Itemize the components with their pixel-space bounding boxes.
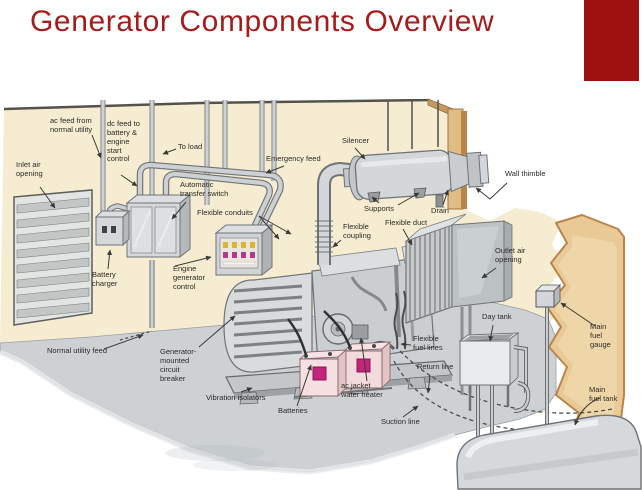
battery-charger-box [94, 209, 131, 247]
exhaust-pipe [315, 161, 359, 265]
fuel-gauge-group [535, 284, 561, 438]
conduits [100, 100, 439, 341]
drain-stub [435, 194, 444, 208]
accent-square [584, 0, 639, 81]
return-line-dashed [399, 350, 613, 414]
cutaway-wall [546, 214, 625, 460]
leader-lines [39, 134, 601, 426]
faint-watermark [165, 445, 265, 461]
transfer-switch-cabinet [125, 193, 192, 259]
generator-room-illustration [0, 95, 642, 490]
main-fuel-tank-shape [456, 414, 642, 490]
silencer-hanger-rods [387, 100, 439, 151]
inlet-air-louver [13, 189, 93, 326]
flexible-coupling-ribs [315, 220, 333, 253]
generator-control-panel [214, 223, 274, 277]
silencer-support [413, 187, 427, 199]
silencer-support [367, 191, 381, 203]
batteries-group [287, 310, 393, 398]
jacket-water-heater [351, 324, 369, 340]
silencer-assembly [342, 149, 490, 208]
slide-title: Generator Components Overview [30, 5, 495, 38]
generator-set [223, 243, 453, 405]
